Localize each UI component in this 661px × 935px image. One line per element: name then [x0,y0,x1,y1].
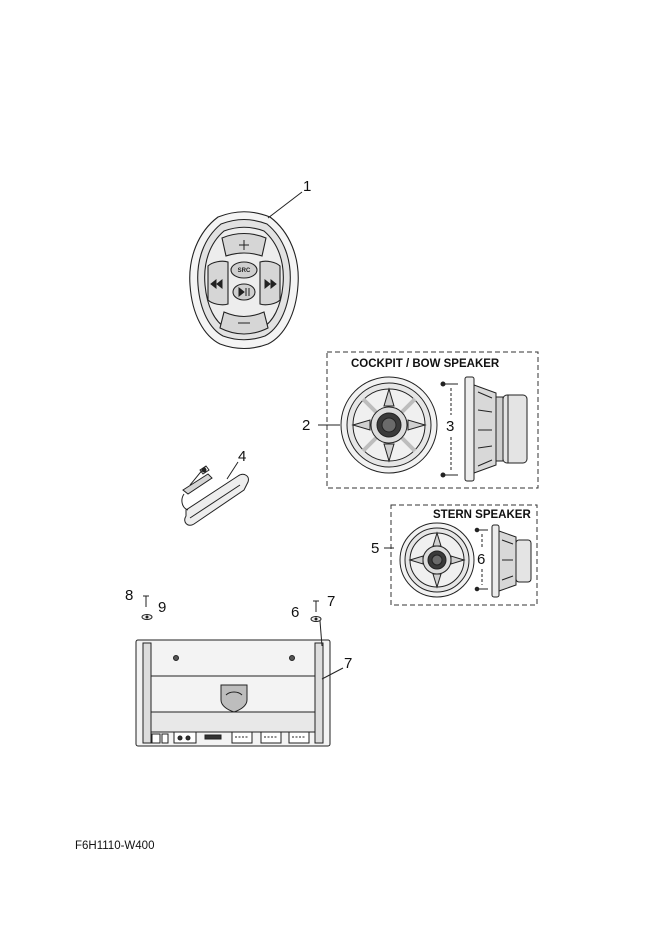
callout-6-left: 9 [158,599,166,616]
cockpit-speaker-front [340,376,438,474]
cockpit-speaker-side [464,376,528,482]
cockpit-speaker-title: COCKPIT / BOW SPEAKER [351,358,500,370]
callout-5: 7 [344,655,352,672]
remote-button-glyphs [210,240,277,324]
receiver-module [181,465,249,526]
leader-1 [267,191,303,219]
stern-speaker-group-box [390,504,538,606]
stern-speaker-side [491,524,532,598]
callout-8: 5 [371,540,379,557]
leader-5 [321,667,344,680]
callout-2: 2 [302,417,310,434]
stern-speaker-front [399,522,475,598]
callout-6-right: 6 [291,604,299,621]
amplifier [135,639,331,747]
callout-7-right: 7 [327,593,335,610]
stern-screws [474,527,488,592]
cockpit-speaker-group-box [326,351,539,489]
leader-4 [226,461,239,480]
remote-control [189,211,299,350]
cockpit-screws [440,381,458,478]
stern-speaker-title: STERN SPEAKER [433,509,531,521]
callout-1: 1 [303,178,311,195]
callout-3: 3 [446,418,454,435]
callout-7-left: 8 [125,587,133,604]
callout-9: 6 [477,551,485,568]
amp-screw-right [310,600,323,647]
callout-4: 4 [238,448,246,465]
amp-screw-left [141,595,153,620]
part-code: F6H1110-W400 [75,840,154,852]
remote-src-label: SRC [238,268,251,274]
